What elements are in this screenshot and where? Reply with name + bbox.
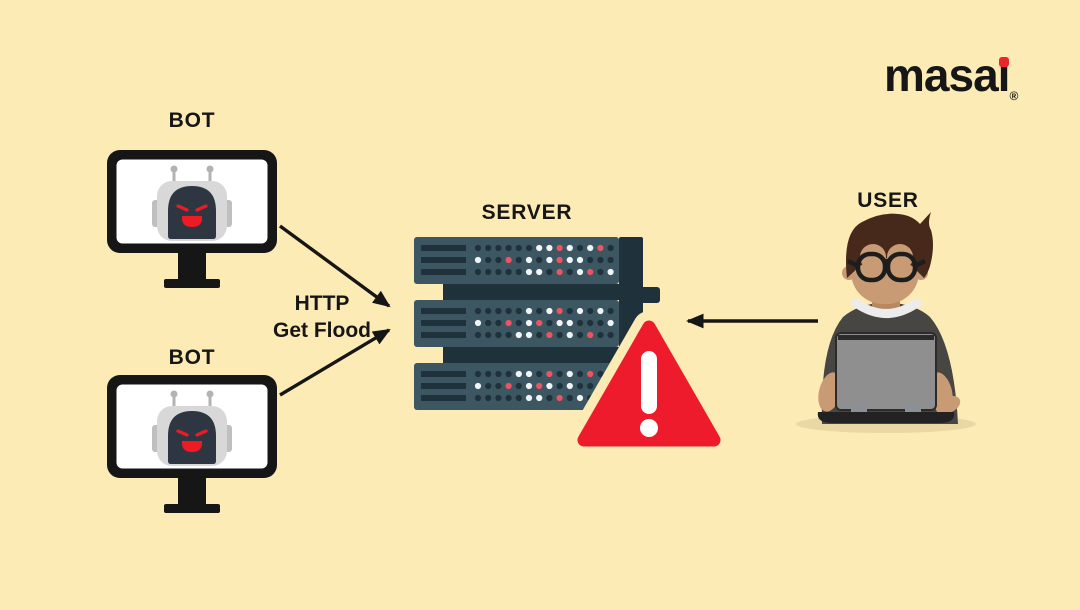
warning-triangle-icon — [568, 311, 730, 456]
attack-type-label: HTTP Get Flood — [273, 290, 371, 344]
exclamation-mark — [640, 351, 658, 437]
logo-i-dot — [998, 57, 1009, 67]
user-figure — [796, 212, 976, 433]
server-led-row — [474, 256, 614, 264]
bot2-label: BOT — [168, 346, 216, 369]
arrow-bot1-to-server — [278, 224, 391, 308]
bot2-computer — [105, 373, 279, 515]
server-unit-3 — [414, 363, 619, 410]
bot1-label: BOT — [168, 109, 216, 132]
masai-logo: masaı® — [884, 49, 1018, 102]
arrow-bot2-to-server — [279, 328, 391, 397]
server-led-row — [474, 331, 614, 339]
logo-text: masa — [884, 49, 999, 101]
server-led-row — [474, 370, 614, 378]
server-unit-1 — [414, 237, 619, 284]
logo-letter-i: ı — [997, 49, 1011, 101]
laptop-base — [817, 412, 955, 423]
server-led-row — [474, 244, 614, 252]
registered-trademark: ® — [1009, 89, 1019, 103]
server-led-row — [474, 307, 614, 315]
server-unit-2 — [414, 300, 619, 347]
attack-type-line2: Get Flood — [273, 319, 371, 342]
glasses-icon — [846, 251, 927, 283]
bot1-computer — [105, 148, 279, 290]
laptop — [817, 332, 955, 423]
user-collar — [851, 298, 922, 318]
user-label: USER — [857, 189, 919, 212]
attack-type-line1: HTTP — [294, 292, 350, 315]
server-led-row — [474, 268, 614, 276]
server-label: SERVER — [481, 201, 573, 224]
server-led-row — [474, 319, 614, 327]
